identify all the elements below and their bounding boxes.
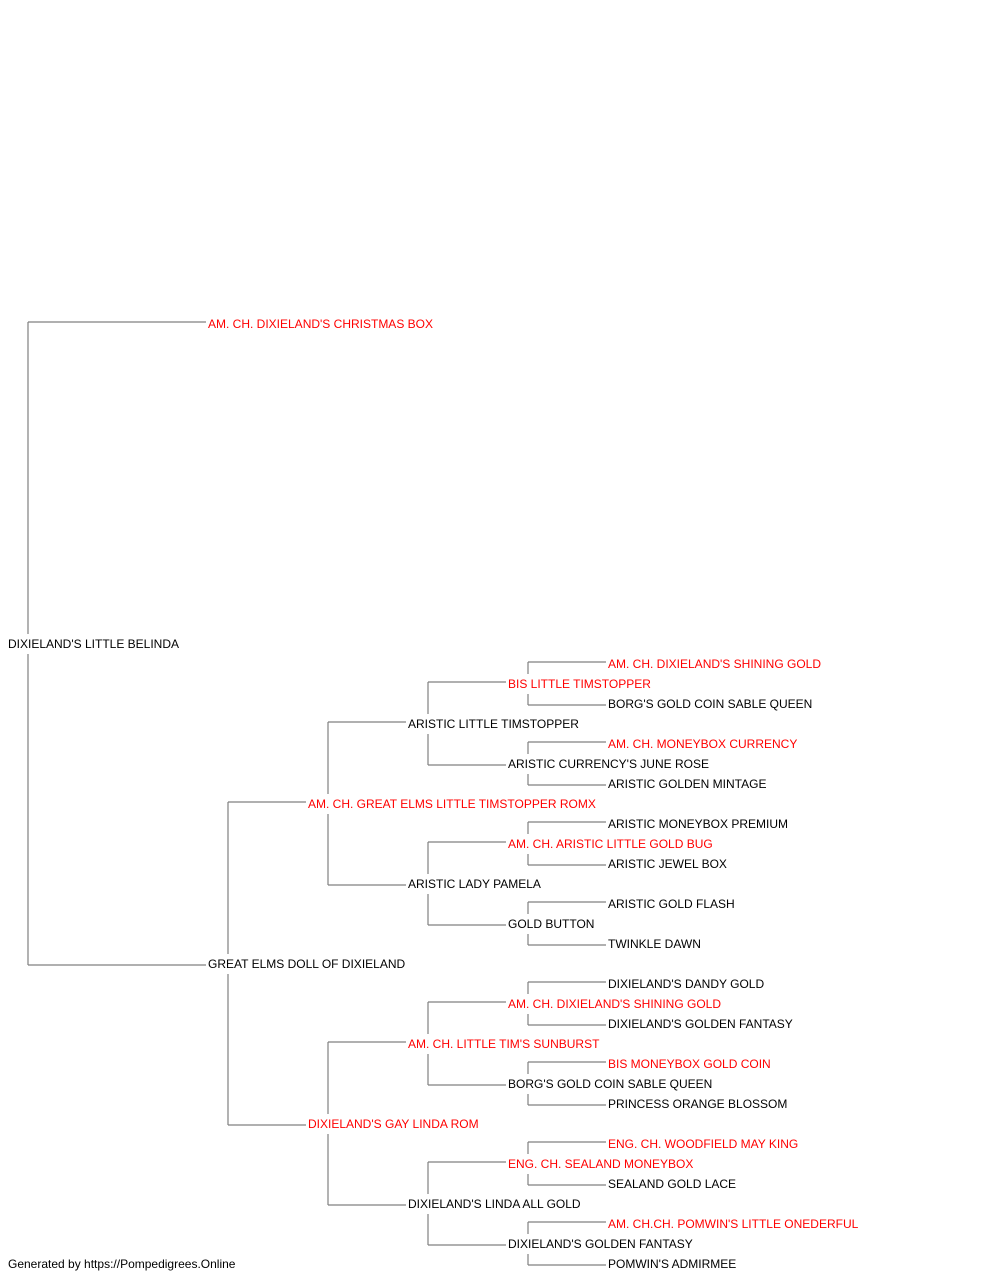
dog-name-dam-dam-sire: AM. CH. LITTLE TIM'S SUNBURST [408,1037,600,1051]
dog-name-dam-dam-dam-dam-sire: AM. CH.CH. POMWIN'S LITTLE ONEDERFUL [608,1217,859,1231]
dog-name-dam-dam-dam-sire: ENG. CH. SEALAND MONEYBOX [508,1157,693,1171]
dog-name-dam: GREAT ELMS DOLL OF DIXIELAND [208,957,405,971]
dog-name-dam-sire-sire-dam-sire: AM. CH. MONEYBOX CURRENCY [608,737,797,751]
dog-name-dam-sire: AM. CH. GREAT ELMS LITTLE TIMSTOPPER ROM… [308,797,596,811]
generator-footer: Generated by https://Pompedigrees.Online [8,1257,236,1271]
dog-name-dam-dam-sire-dam: BORG'S GOLD COIN SABLE QUEEN [508,1077,712,1091]
dog-name-dam-sire-dam-sire-sire: ARISTIC MONEYBOX PREMIUM [608,817,788,831]
dog-name-dam-sire-sire-sire: BIS LITTLE TIMSTOPPER [508,677,651,691]
dog-name-dam-dam-dam-dam: DIXIELAND'S GOLDEN FANTASY [508,1237,693,1251]
dog-name-dam-sire-dam-sire: AM. CH. ARISTIC LITTLE GOLD BUG [508,837,713,851]
dog-name-dam-dam-dam-dam-dam: POMWIN'S ADMIRMEE [608,1257,736,1271]
dog-name-dam-sire-sire: ARISTIC LITTLE TIMSTOPPER [408,717,579,731]
dog-name-dam-sire-dam-dam: GOLD BUTTON [508,917,594,931]
dog-name-dam-sire-sire-dam-dam: ARISTIC GOLDEN MINTAGE [608,777,766,791]
dog-name-dam-dam-sire-sire-dam: DIXIELAND'S GOLDEN FANTASY [608,1017,793,1031]
dog-name-dam-sire-sire-dam: ARISTIC CURRENCY'S JUNE ROSE [508,757,709,771]
dog-name-dam-dam: DIXIELAND'S GAY LINDA ROM [308,1117,479,1131]
dog-name-dam-sire-dam-dam-sire: ARISTIC GOLD FLASH [608,897,735,911]
dog-name-dam-dam-dam-sire-sire: ENG. CH. WOODFIELD MAY KING [608,1137,798,1151]
dog-name-dam-sire-dam-sire-dam: ARISTIC JEWEL BOX [608,857,727,871]
dog-name-dam-dam-dam: DIXIELAND'S LINDA ALL GOLD [408,1197,581,1211]
dog-name-dam-sire-dam-dam-dam: TWINKLE DAWN [608,937,701,951]
dog-name-dam-dam-sire-sire: AM. CH. DIXIELAND'S SHINING GOLD [508,997,721,1011]
dog-name-dam-sire-dam: ARISTIC LADY PAMELA [408,877,541,891]
dog-name-subject: DIXIELAND'S LITTLE BELINDA [8,637,179,651]
dog-name-dam-dam-dam-sire-dam: SEALAND GOLD LACE [608,1177,736,1191]
dog-name-dam-dam-sire-dam-dam: PRINCESS ORANGE BLOSSOM [608,1097,787,1111]
dog-name-dam-sire-sire-sire-dam: BORG'S GOLD COIN SABLE QUEEN [608,697,812,711]
dog-name-sire: AM. CH. DIXIELAND'S CHRISTMAS BOX [208,317,433,331]
dog-name-dam-dam-sire-dam-sire: BIS MONEYBOX GOLD COIN [608,1057,771,1071]
dog-name-dam-sire-sire-sire-sire: AM. CH. DIXIELAND'S SHINING GOLD [608,657,821,671]
dog-name-dam-dam-sire-sire-sire: DIXIELAND'S DANDY GOLD [608,977,764,991]
